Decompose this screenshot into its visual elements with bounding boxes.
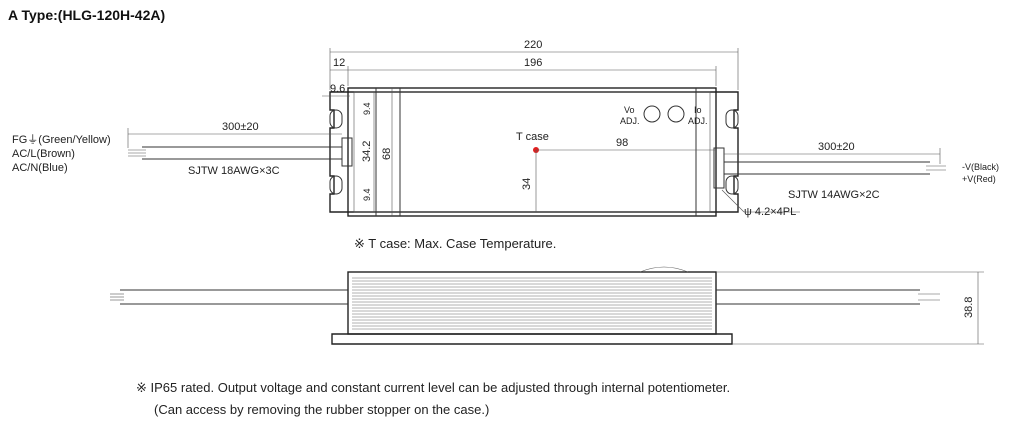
mount-slot-right-top xyxy=(725,109,739,129)
dim-12: 12 xyxy=(333,57,345,69)
tcase-note: ※ T case: Max. Case Temperature. xyxy=(354,236,556,251)
input-cable-spec: SJTW 18AWG×3C xyxy=(188,165,280,177)
tcase-dim-98: 98 xyxy=(616,137,628,149)
vo-adj-label-2: ADJ. xyxy=(620,116,640,126)
vo-adj-pot xyxy=(643,105,661,123)
io-adj-label-2: ADJ. xyxy=(688,116,708,126)
mount-hole-leader xyxy=(721,189,745,213)
dim-196: 196 xyxy=(524,57,542,69)
tcase-dim-34: 34 xyxy=(521,178,533,190)
dim-9-6: 9.6 xyxy=(330,83,345,95)
ip65-note-line1: ※ IP65 rated. Output voltage and constan… xyxy=(136,380,730,395)
io-adj-pot xyxy=(667,105,685,123)
top-view: Vo ADJ. Io ADJ. T case 98 34 220 196 12 … xyxy=(12,39,999,218)
vo-adj-label-1: Vo xyxy=(624,105,635,115)
dim-38-8: 38.8 xyxy=(963,297,975,318)
output-cable-spec: SJTW 14AWG×2C xyxy=(788,189,880,201)
output-wire-pos: +V(Red) xyxy=(962,174,996,184)
input-gland xyxy=(341,137,353,167)
side-view: 38.8 xyxy=(110,266,984,345)
side-body-outline xyxy=(347,271,717,335)
output-cable-length: 300±20 xyxy=(818,141,855,153)
top-flange-outline xyxy=(329,91,739,213)
top-body-inner xyxy=(353,91,711,213)
top-body-outline xyxy=(347,87,717,217)
io-adj-label-1: Io xyxy=(694,105,702,115)
mount-slot-left-bottom xyxy=(329,175,343,195)
dim-9-4-bottom: 9.4 xyxy=(362,188,372,201)
side-body-fins xyxy=(352,277,712,330)
input-wire-l: AC/L(Brown) xyxy=(12,148,75,160)
side-pot-bump xyxy=(639,266,689,273)
dim-220: 220 xyxy=(524,39,542,51)
mount-slot-right-bottom xyxy=(725,175,739,195)
input-wire-n: AC/N(Blue) xyxy=(12,162,68,174)
output-gland xyxy=(713,147,725,189)
mount-hole-label: ψ 4.2×4PL xyxy=(744,206,796,218)
output-wire-neg: -V(Black) xyxy=(962,162,999,172)
dim-68: 68 xyxy=(381,148,393,160)
mount-slot-left-top xyxy=(329,109,343,129)
tcase-label: T case xyxy=(516,131,549,143)
dim-34-2: 34.2 xyxy=(361,141,373,162)
input-wire-fg: FG⏚(Green/Yellow) xyxy=(12,133,111,146)
drawing-title: A Type:(HLG-120H-42A) xyxy=(8,7,165,23)
dim-9-4-top: 9.4 xyxy=(362,102,372,115)
side-flange xyxy=(331,333,733,345)
ip65-note-line2: (Can access by removing the rubber stopp… xyxy=(154,402,489,417)
input-cable-length: 300±20 xyxy=(222,121,259,133)
